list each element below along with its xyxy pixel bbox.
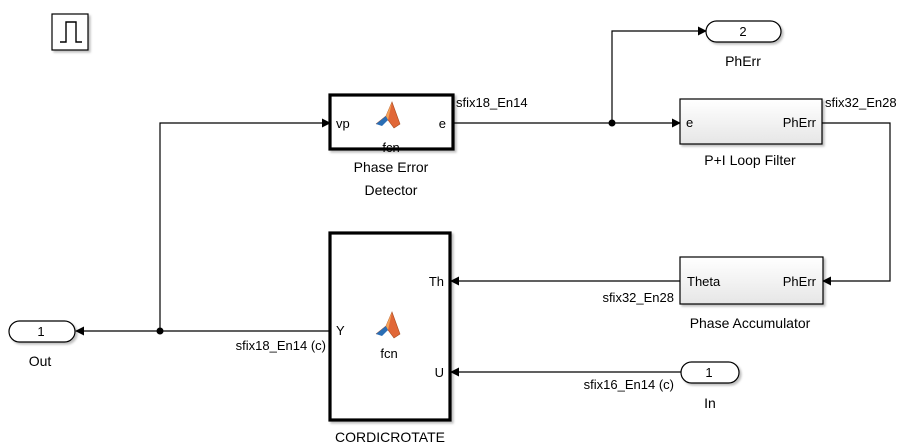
cordic-port-u-label: U: [435, 365, 444, 380]
outport-out-number: 1: [37, 324, 44, 339]
inport-in-label: In: [704, 395, 716, 411]
branch-point-pherr: [608, 119, 616, 127]
branch-point-feedback: [156, 327, 164, 335]
phase-accumulator-block[interactable]: Theta PhErr: [679, 256, 824, 305]
inport-in-number: 1: [705, 365, 712, 380]
signal-label-input: sfix16_En14 (c): [584, 377, 674, 392]
cordic-rotate-block[interactable]: Th U Y fcn: [328, 231, 452, 422]
outport-pherr[interactable]: 2: [705, 20, 782, 43]
filter-port-out-label: PhErr: [783, 115, 817, 130]
outport-out-label: Out: [29, 353, 52, 369]
signal-label-filter-output: sfix32_En28: [825, 95, 897, 110]
matlab-logo-icon: [375, 311, 401, 339]
wire-feedback-to-ped: [159, 118, 331, 331]
accumulator-port-in-label: PhErr: [783, 274, 817, 289]
phase-error-detector-block[interactable]: vp e fcn: [328, 93, 455, 155]
accumulator-port-out-label: Theta: [687, 274, 721, 289]
signal-label-accumulator-output: sfix32_En28: [602, 290, 674, 305]
inport-in[interactable]: 1: [680, 361, 740, 384]
ped-block-title-line2: Detector: [365, 182, 418, 198]
loop-filter-title: P+I Loop Filter: [704, 152, 796, 168]
outport-pherr-label: PhErr: [725, 53, 761, 69]
pulse-generator-icon[interactable]: [51, 13, 89, 51]
cordic-port-th-label: Th: [429, 274, 444, 289]
cordic-port-y-label: Y: [336, 323, 345, 338]
ped-fcn-label: fcn: [382, 140, 399, 155]
wire-branch-to-pherr: [611, 26, 707, 123]
cordic-rotate-title: CORDICROTATE: [335, 429, 445, 444]
outport-out[interactable]: 1: [8, 320, 76, 343]
cordic-fcn-label: fcn: [380, 346, 397, 361]
ped-port-in-label: vp: [336, 116, 350, 131]
outport-pherr-number: 2: [739, 24, 746, 39]
phase-accumulator-title: Phase Accumulator: [690, 315, 811, 331]
signal-label-cordic-output: sfix18_En14 (c): [236, 338, 326, 353]
wire-filter-to-accumulator: [822, 122, 891, 286]
ped-block-title-line1: Phase Error: [354, 159, 429, 175]
loop-filter-block[interactable]: e PhErr: [679, 98, 823, 145]
ped-port-out-label: e: [439, 116, 446, 131]
matlab-logo-icon: [375, 101, 401, 129]
filter-port-in-label: e: [686, 115, 693, 130]
signal-label-ped-output: sfix18_En14: [456, 95, 528, 110]
